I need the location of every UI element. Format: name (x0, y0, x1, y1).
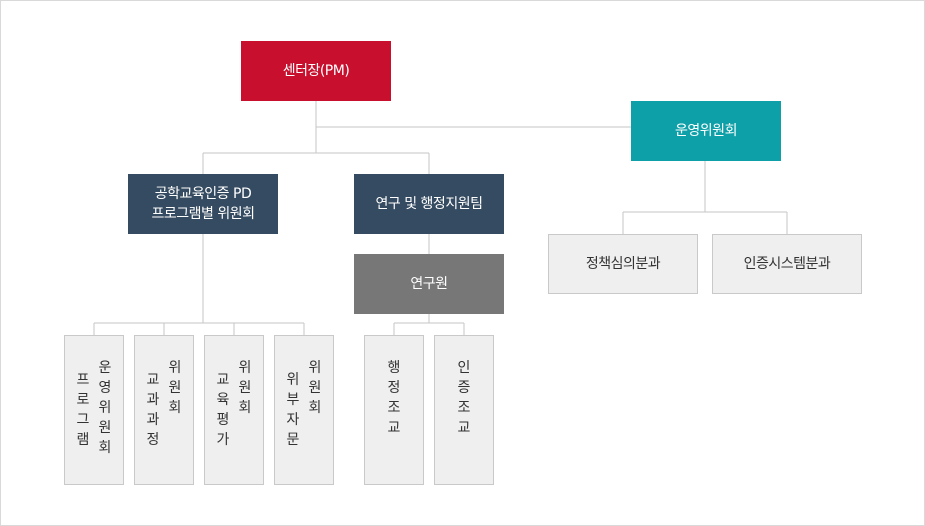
researcher-box: 연구원 (354, 254, 504, 314)
pd-committee-box: 공학교육인증 PD 프로그램별 위원회 (128, 174, 278, 234)
operating-committee-box: 운영위원회 (631, 101, 781, 161)
system-subcommittee-box: 인증시스템분과 (712, 234, 862, 294)
policy-subcommittee-box: 정책심의분과 (548, 234, 698, 294)
center-head-box: 센터장(PM) (241, 41, 391, 101)
research-admin-team-box: 연구 및 행정지원팀 (354, 174, 504, 234)
